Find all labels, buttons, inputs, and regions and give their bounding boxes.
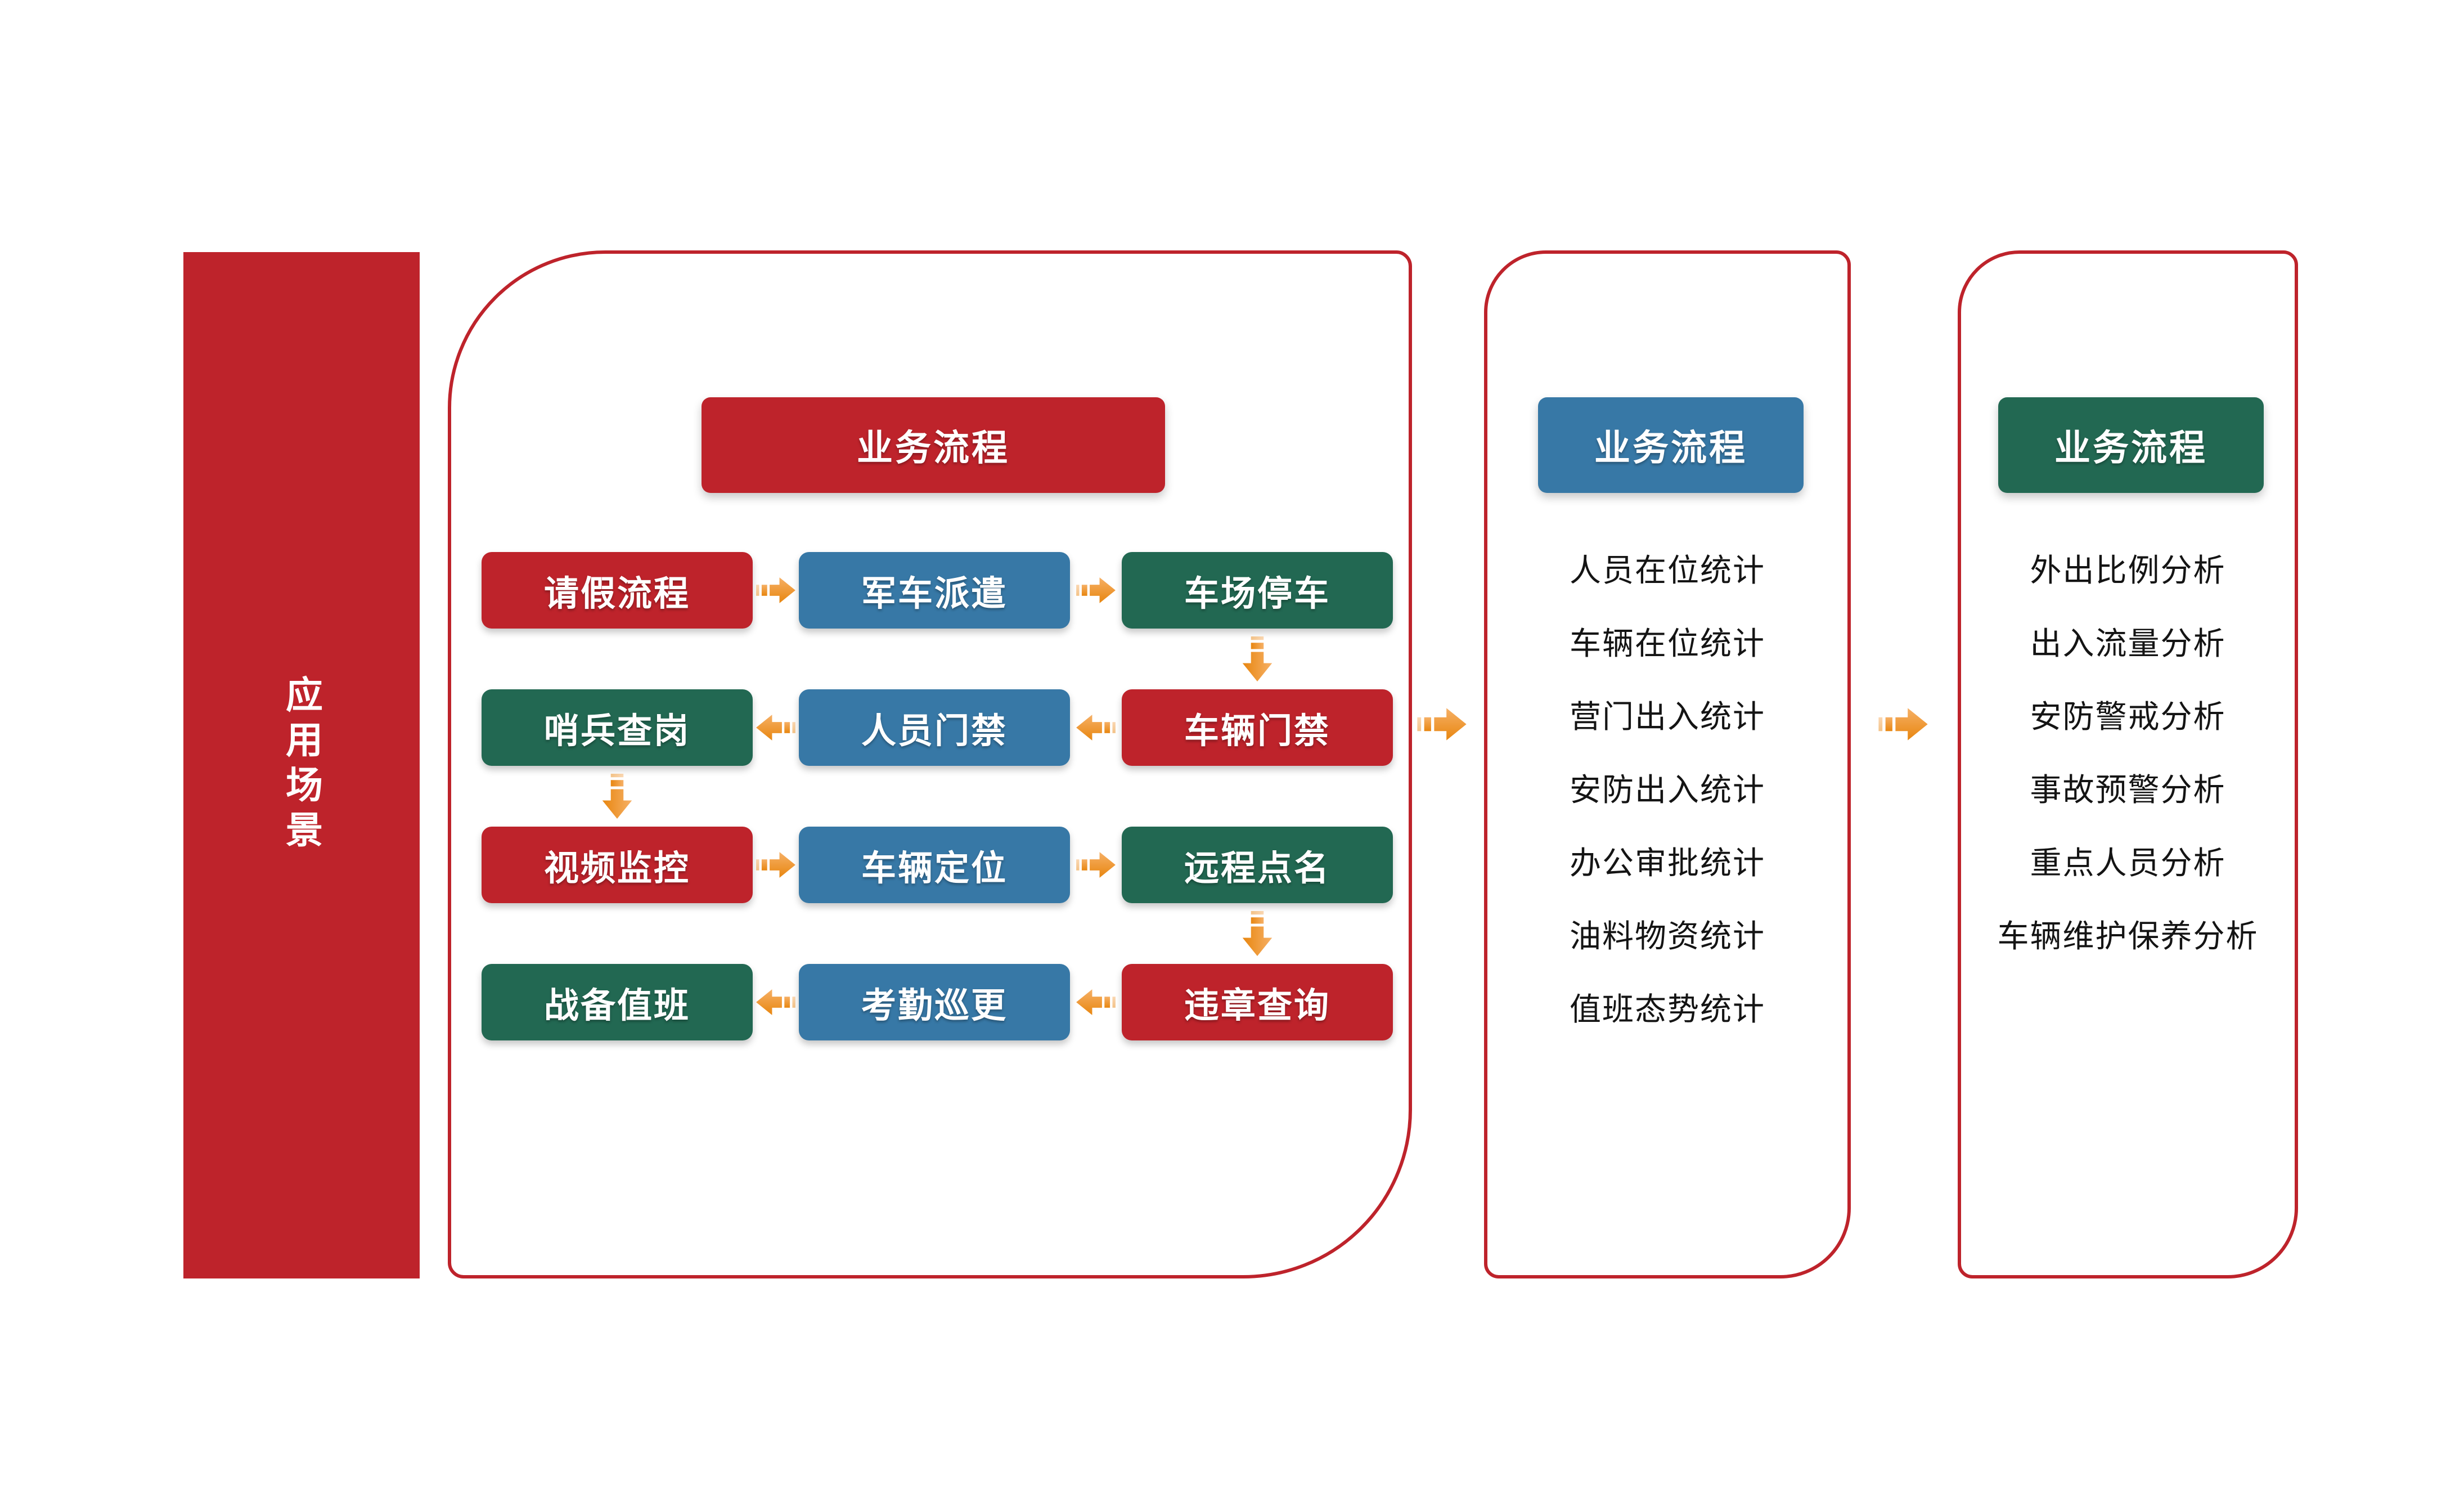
left-arrow-icon bbox=[1076, 714, 1116, 741]
stat-item-personnel-presence: 人员在位统计 bbox=[1570, 552, 1765, 588]
analysis-item-security-alert: 安防警戒分析 bbox=[2030, 698, 2226, 734]
right-arrow-icon bbox=[756, 851, 795, 878]
flow-node-vehicle-locate: 车辆定位 bbox=[799, 827, 1070, 903]
right-arrow-icon bbox=[1076, 577, 1116, 604]
stat-item-gate-inout: 营门出入统计 bbox=[1570, 698, 1765, 734]
right-arrow-icon bbox=[1878, 707, 1928, 741]
analysis-item-accident-warning: 事故预警分析 bbox=[2030, 771, 2226, 807]
analysis-item-key-personnel: 重点人员分析 bbox=[2030, 845, 2226, 881]
flow-node-video-monitor: 视频监控 bbox=[482, 827, 753, 903]
left-arrow-icon bbox=[756, 714, 795, 741]
down-arrow-icon bbox=[1242, 636, 1273, 681]
flow-node-remote-rollcall: 远程点名 bbox=[1122, 827, 1393, 903]
right-arrow-icon bbox=[1417, 707, 1467, 741]
flow-node-vehicle-dispatch: 军车派遣 bbox=[799, 552, 1070, 629]
down-arrow-icon bbox=[1242, 911, 1273, 956]
flow-node-attendance-patrol: 考勤巡更 bbox=[799, 964, 1070, 1040]
flow-node-sentry-check: 哨兵查岗 bbox=[482, 689, 753, 766]
left-arrow-icon bbox=[756, 989, 795, 1016]
panel1-title: 业务流程 bbox=[857, 428, 1010, 468]
process-flow-panel: 业务流程 请假流程 军车派遣 车场停车 哨兵查岗 人员门禁 车辆门禁 视频监控 … bbox=[448, 250, 1412, 1278]
flow-node-leave-process: 请假流程 bbox=[482, 552, 753, 629]
flow-node-personnel-access: 人员门禁 bbox=[799, 689, 1070, 766]
panel2-title-box: 业务流程 bbox=[1538, 397, 1804, 493]
flow-node-lot-parking: 车场停车 bbox=[1122, 552, 1393, 629]
panel3-title: 业务流程 bbox=[2054, 428, 2207, 468]
right-arrow-icon bbox=[1076, 851, 1116, 878]
down-arrow-icon bbox=[601, 774, 633, 819]
panel2-title: 业务流程 bbox=[1594, 428, 1747, 468]
stat-item-security-inout: 安防出入统计 bbox=[1570, 771, 1765, 807]
application-scenario-bar: 应用场景 bbox=[183, 252, 420, 1278]
analysis-item-vehicle-maintenance: 车辆维护保养分析 bbox=[1997, 918, 2259, 954]
flow-node-violation-query: 违章查询 bbox=[1122, 964, 1393, 1040]
stat-item-duty-situation: 值班态势统计 bbox=[1570, 991, 1765, 1027]
analysis-item-inout-flow: 出入流量分析 bbox=[2030, 625, 2226, 661]
application-scenario-label: 应用场景 bbox=[281, 675, 322, 855]
panel3-title-box: 业务流程 bbox=[1998, 397, 2264, 493]
analysis-panel: 业务流程 外出比例分析 出入流量分析 安防警戒分析 事故预警分析 重点人员分析 … bbox=[1958, 250, 2298, 1278]
stat-item-vehicle-presence: 车辆在位统计 bbox=[1570, 625, 1765, 661]
statistics-panel: 业务流程 人员在位统计 车辆在位统计 营门出入统计 安防出入统计 办公审批统计 … bbox=[1484, 250, 1851, 1278]
panel1-title-box: 业务流程 bbox=[702, 397, 1165, 493]
stat-item-office-approval: 办公审批统计 bbox=[1570, 845, 1765, 881]
right-arrow-icon bbox=[756, 577, 795, 604]
flow-node-vehicle-access: 车辆门禁 bbox=[1122, 689, 1393, 766]
flow-node-combat-duty: 战备值班 bbox=[482, 964, 753, 1040]
analysis-item-outing-ratio: 外出比例分析 bbox=[2030, 552, 2226, 588]
stat-item-fuel-material: 油料物资统计 bbox=[1570, 918, 1765, 954]
left-arrow-icon bbox=[1076, 989, 1116, 1016]
